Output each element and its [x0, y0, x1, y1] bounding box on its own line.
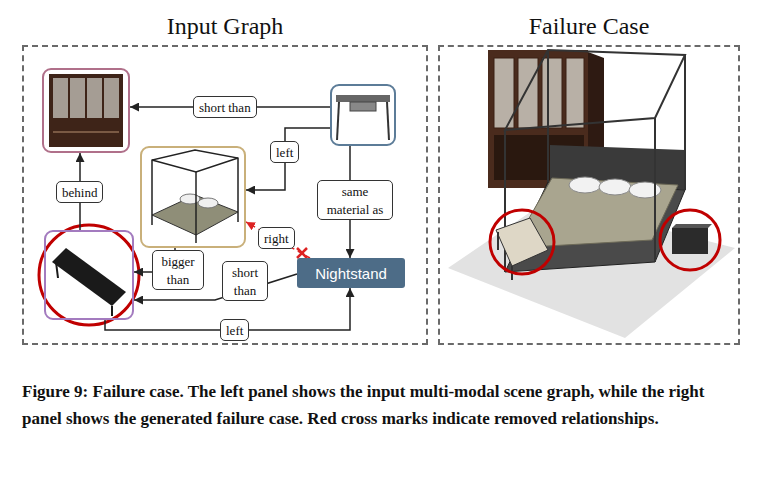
desk-icon — [336, 95, 390, 140]
node-label: Nightstand — [315, 265, 387, 282]
edge-label-box: left — [220, 319, 249, 341]
bed-post — [195, 172, 197, 243]
bed-mattress — [152, 195, 238, 235]
pillow — [569, 177, 601, 193]
edge-label: bigger than — [161, 254, 194, 287]
edge-label: same material as — [327, 184, 384, 217]
edge-label-box: same material as — [317, 180, 393, 220]
bed-pillow — [180, 194, 200, 204]
bench-icon — [52, 248, 126, 316]
nightstand-top — [672, 224, 712, 228]
desk-leg — [387, 102, 389, 140]
image-node — [42, 68, 130, 153]
bed-post — [547, 50, 549, 182]
nightstand — [672, 228, 708, 254]
image-node — [44, 230, 134, 320]
edge-label-box: behind — [56, 181, 103, 203]
edge-label-box: short than — [193, 96, 257, 118]
edge-label-box: right — [258, 227, 295, 249]
bench-seat — [52, 248, 126, 306]
edge-label-box: bigger than — [152, 250, 204, 290]
highlight-circle — [39, 225, 139, 325]
highlight-circle — [660, 210, 720, 270]
pillow — [599, 179, 631, 195]
bench-leg — [56, 262, 58, 278]
image-node — [140, 146, 246, 248]
object-node: Nightstand — [297, 258, 405, 288]
bed-post — [654, 118, 656, 262]
image-node — [330, 84, 396, 146]
wardrobe-door — [566, 58, 584, 128]
bed-canopy — [152, 150, 238, 225]
bed-pillow — [198, 198, 218, 208]
edge-label: left — [226, 323, 243, 338]
edge-label-box: short than — [222, 261, 268, 301]
figure-caption: Figure 9: Failure case. The left panel s… — [22, 382, 704, 428]
wardrobe-door — [53, 78, 68, 118]
wardrobe-icon — [49, 74, 123, 147]
desk-drawer — [350, 102, 376, 111]
edge-label: left — [276, 145, 293, 160]
wardrobe-door — [542, 58, 562, 128]
wardrobe-door — [518, 58, 538, 128]
edge-label: right — [264, 231, 289, 246]
scene-render — [448, 50, 735, 338]
bed-canopy — [152, 158, 238, 172]
bench — [496, 218, 548, 266]
edge-label: short than — [232, 265, 258, 298]
bench-leg — [111, 306, 113, 316]
canopy-frame — [505, 50, 685, 130]
bed-post — [684, 55, 686, 190]
panel-title: Input Graph — [24, 12, 426, 40]
caption-box: Figure 9: Failure case. The left panel s… — [22, 378, 734, 432]
highlight-circle — [490, 210, 554, 274]
desk-leg — [337, 102, 339, 140]
desk-top — [336, 95, 390, 102]
panel-title: Failure Case — [440, 12, 738, 40]
edge-label: short than — [199, 100, 251, 115]
edge-label-box: left — [270, 141, 299, 163]
edge-label: behind — [62, 185, 97, 200]
bench-leg — [497, 232, 499, 250]
wardrobe-shelf — [53, 131, 119, 133]
wardrobe-door — [87, 78, 102, 118]
removed-relation — [246, 222, 310, 258]
bed-icon — [152, 150, 238, 243]
panel-frame: Failure Case — [438, 45, 740, 345]
wardrobe-body — [49, 74, 123, 147]
wardrobe-door — [70, 78, 85, 118]
wardrobe-door — [104, 78, 119, 118]
pillow — [629, 182, 661, 198]
